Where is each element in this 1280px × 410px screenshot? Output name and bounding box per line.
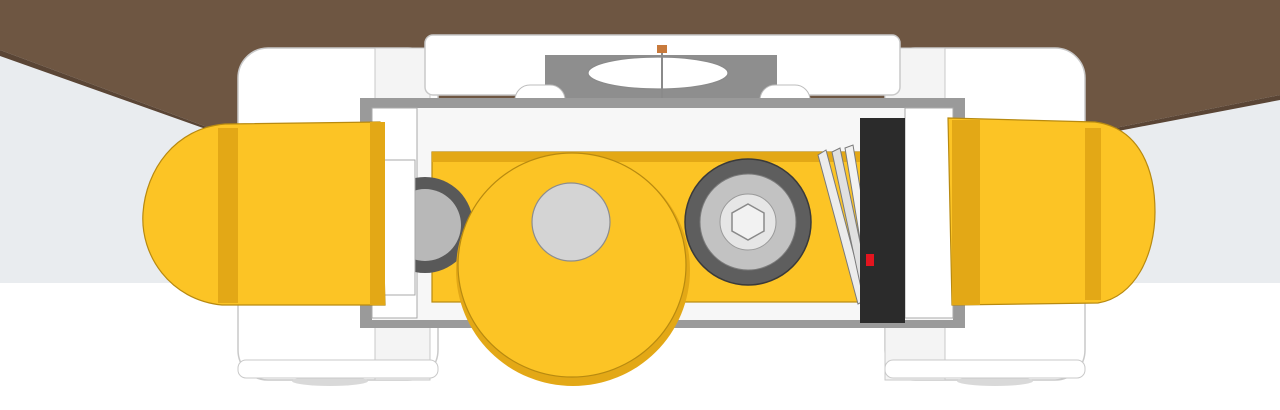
switch-indicator xyxy=(866,254,874,266)
tabletop-edge xyxy=(0,50,220,134)
top-bracket-pin xyxy=(657,45,667,53)
tabletop-edge-right xyxy=(1092,95,1280,136)
left-yellow-cap xyxy=(142,121,386,306)
yellow-plate-shadow xyxy=(432,152,862,162)
right-inner-wall xyxy=(904,107,954,319)
bottom-lip-left xyxy=(237,359,439,379)
right-yellow-cap-edge xyxy=(952,120,980,305)
top-bracket-hole xyxy=(587,56,729,90)
left-yellow-cap-edge xyxy=(370,122,385,305)
wheel-hub xyxy=(531,182,611,262)
switch-body xyxy=(860,118,905,323)
left-yellow-cap-band xyxy=(218,128,238,303)
bottom-lip-right xyxy=(884,359,1086,379)
yellow-wheel xyxy=(457,152,687,378)
right-yellow-cap xyxy=(947,117,1156,306)
hex-bolt-icon xyxy=(731,203,765,241)
right-yellow-cap-band xyxy=(1085,128,1101,300)
